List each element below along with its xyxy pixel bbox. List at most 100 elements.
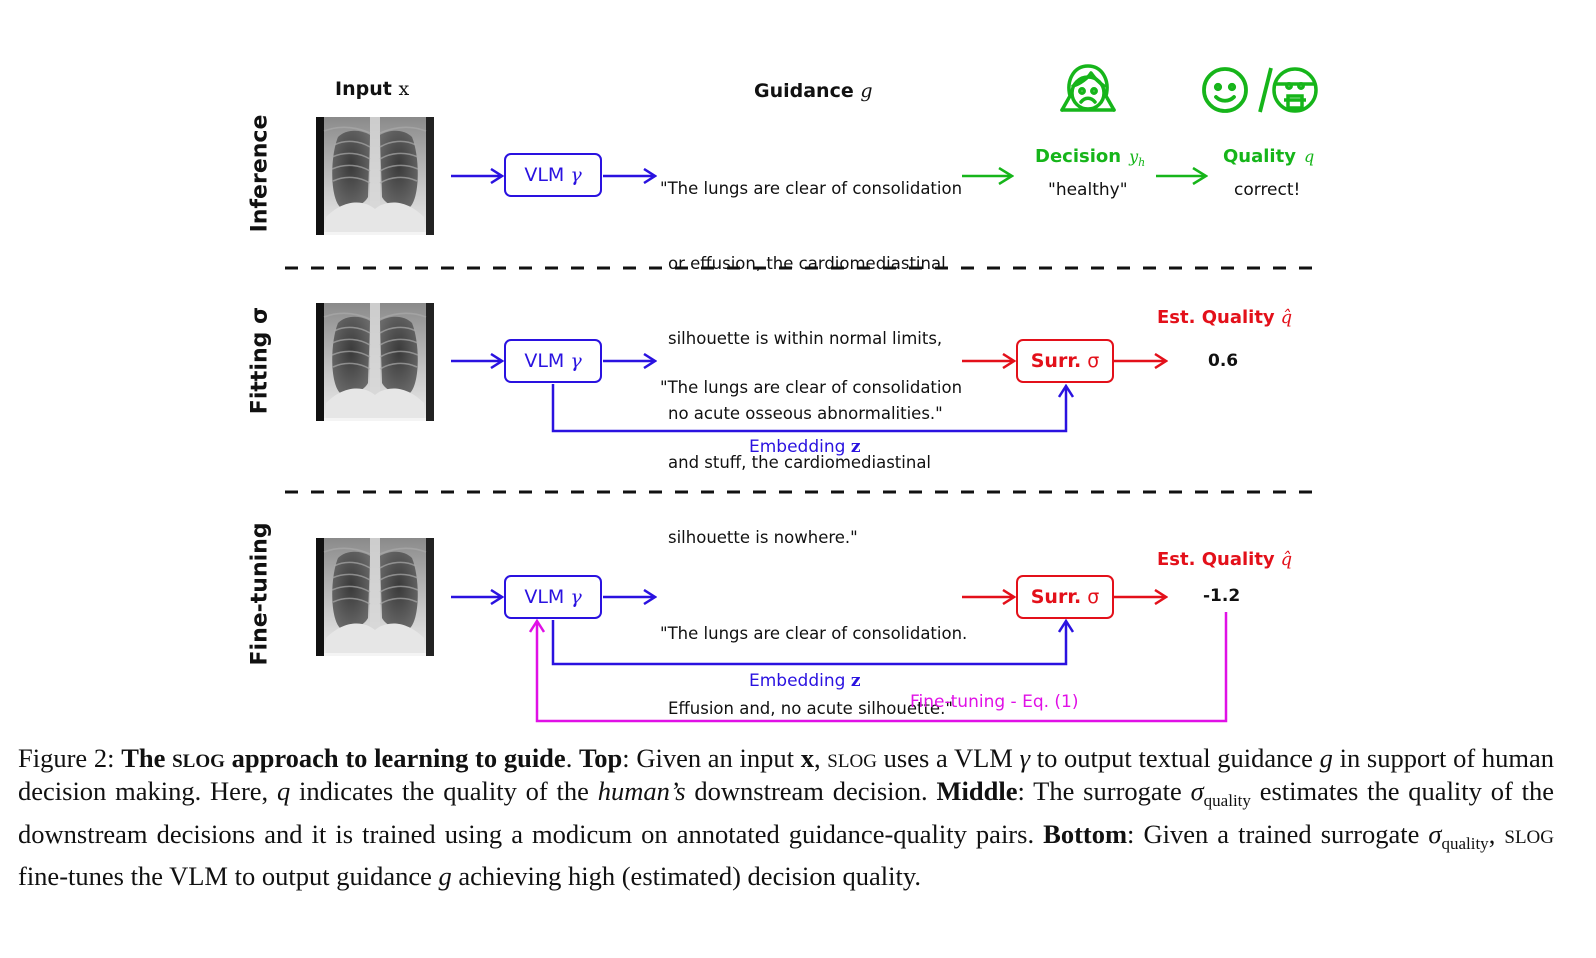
row-label-fitting: Fitting σ	[248, 301, 273, 421]
caption-section-top: Top	[579, 743, 623, 773]
decision-symbol-subscript: h	[1138, 156, 1146, 170]
chest-xray-image	[316, 117, 434, 235]
vlm-symbol: γ	[570, 350, 582, 372]
decision-symbol-base: y	[1129, 147, 1139, 166]
decision-label: Decision	[1035, 146, 1122, 167]
decision-value: "healthy"	[1048, 180, 1128, 200]
embedding-label: Embedding z	[749, 671, 860, 691]
finetune-label: Fine-tuning - Eq. (1)	[910, 692, 1079, 712]
caption-text: human’s	[597, 775, 686, 806]
embedding-connector-finetuning	[551, 620, 1066, 666]
caption-text: : Given an input	[622, 743, 801, 773]
guidance-text-inference: "The lungs are clear of consolidation or…	[660, 126, 962, 451]
chest-xray-image	[316, 538, 434, 656]
xray-drawing	[316, 117, 434, 235]
guidance-line: Effusion and, no acute silhouette."	[668, 699, 953, 718]
caption-text: uses a VLM	[876, 743, 1020, 773]
caption-text: The	[121, 743, 173, 773]
caption-math: g	[1319, 743, 1333, 773]
vlm-label: VLM	[524, 164, 565, 186]
surrogate-box: Surr.σ	[1016, 575, 1114, 619]
xray-drawing	[316, 303, 434, 421]
caption-math: x	[800, 743, 814, 773]
vlm-symbol: γ	[570, 164, 582, 186]
est-quality-value: 0.6	[1208, 351, 1239, 371]
caption-prefix: Figure 2:	[18, 743, 122, 773]
quality-label: Quality	[1223, 146, 1296, 167]
robot-face-icon	[1272, 67, 1318, 113]
caption-text: slog	[1504, 818, 1554, 849]
row-label-inference: Inference	[248, 114, 273, 234]
caption-text: indicates the quality of the	[290, 775, 598, 806]
chest-xray-image	[316, 303, 434, 421]
guidance-heading-label: Guidance	[754, 80, 854, 102]
caption-math: q	[276, 775, 291, 806]
caption-text: slog	[827, 743, 877, 773]
guidance-line: no acute osseous abnormalities."	[668, 404, 943, 423]
caption-text: downstream decision.	[685, 775, 937, 806]
input-column-heading: Input x	[335, 78, 409, 100]
decision-symbol: yh	[1129, 147, 1146, 170]
guidance-text-finetuning: "The lungs are clear of consolidation. E…	[660, 571, 967, 746]
caption-text: in support of human decision making. Her…	[18, 743, 1555, 806]
caption-math: quality	[1203, 790, 1251, 810]
embedding-label: Embedding z	[749, 437, 860, 457]
embedding-text: Embedding	[749, 671, 846, 691]
surrogate-symbol: σ	[1087, 350, 1100, 372]
xray-drawing	[316, 538, 434, 656]
guidance-heading-symbol: g	[860, 80, 873, 102]
quality-heading: Quality q	[1223, 146, 1314, 167]
row-label-finetuning: Fine-tuning	[248, 522, 273, 665]
caption-text: slog	[172, 743, 225, 773]
caption-text: : The surrogate	[1017, 775, 1191, 806]
guidance-line: and stuff, the cardiomediastinal	[668, 453, 932, 472]
guidance-line: "The lungs are clear of consolidation	[660, 378, 963, 397]
est-quality-symbol: q̂	[1280, 549, 1293, 570]
guidance-line: silhouette is within normal limits,	[668, 329, 943, 348]
caption-math: γ	[1019, 743, 1031, 773]
vlm-label: VLM	[524, 586, 565, 608]
surrogate-label: Surr.	[1030, 586, 1082, 608]
caption-text: fine-tunes the VLM to output guidance	[18, 861, 439, 892]
embedding-symbol: z	[850, 437, 861, 457]
caption-section-bottom: Bottom	[1043, 818, 1128, 849]
caption-text: ,	[813, 743, 828, 773]
caption-math: g	[438, 861, 452, 892]
caption-text: to output textual guidance	[1030, 743, 1320, 773]
surrogate-symbol: σ	[1087, 586, 1100, 608]
est-quality-value: -1.2	[1203, 586, 1241, 606]
row-label-text: Inference	[247, 114, 273, 233]
worried-woman-face-icon	[1060, 64, 1116, 112]
embedding-symbol: z	[850, 671, 861, 691]
guidance-column-heading: Guidance g	[754, 80, 873, 102]
guidance-text-fitting: "The lungs are clear of consolidation an…	[660, 325, 962, 575]
caption-section-middle: Middle	[936, 775, 1018, 806]
caption-math: σ	[1428, 818, 1442, 849]
caption-title: The slog approach to learning to guide	[121, 743, 565, 773]
surrogate-box: Surr.σ	[1016, 339, 1114, 383]
caption-text: : Given a trained surrogate	[1127, 818, 1429, 849]
row-label-symbol: σ	[247, 306, 273, 324]
smiling-face-icon	[1202, 67, 1248, 113]
guidance-line: or effusion, the cardiomediastinal	[668, 254, 946, 273]
guidance-line: "The lungs are clear of consolidation	[660, 179, 963, 198]
caption-text: approach to learning to guide	[224, 743, 566, 773]
caption-math: quality	[1441, 833, 1489, 853]
caption-math: σ	[1190, 775, 1204, 806]
caption-text: achieving high (estimated) decision qual…	[451, 861, 921, 892]
input-heading-label: Input	[335, 78, 392, 100]
slash-separator	[1258, 67, 1273, 113]
est-quality-label: Est. Quality	[1157, 307, 1275, 328]
surrogate-label: Surr.	[1030, 350, 1082, 372]
embedding-text: Embedding	[749, 437, 846, 457]
est-quality-symbol: q̂	[1280, 307, 1293, 328]
quality-value: correct!	[1234, 180, 1301, 200]
vlm-label: VLM	[524, 350, 565, 372]
quality-symbol: q	[1303, 147, 1315, 166]
row-label-text: Fine-tuning	[247, 522, 273, 666]
